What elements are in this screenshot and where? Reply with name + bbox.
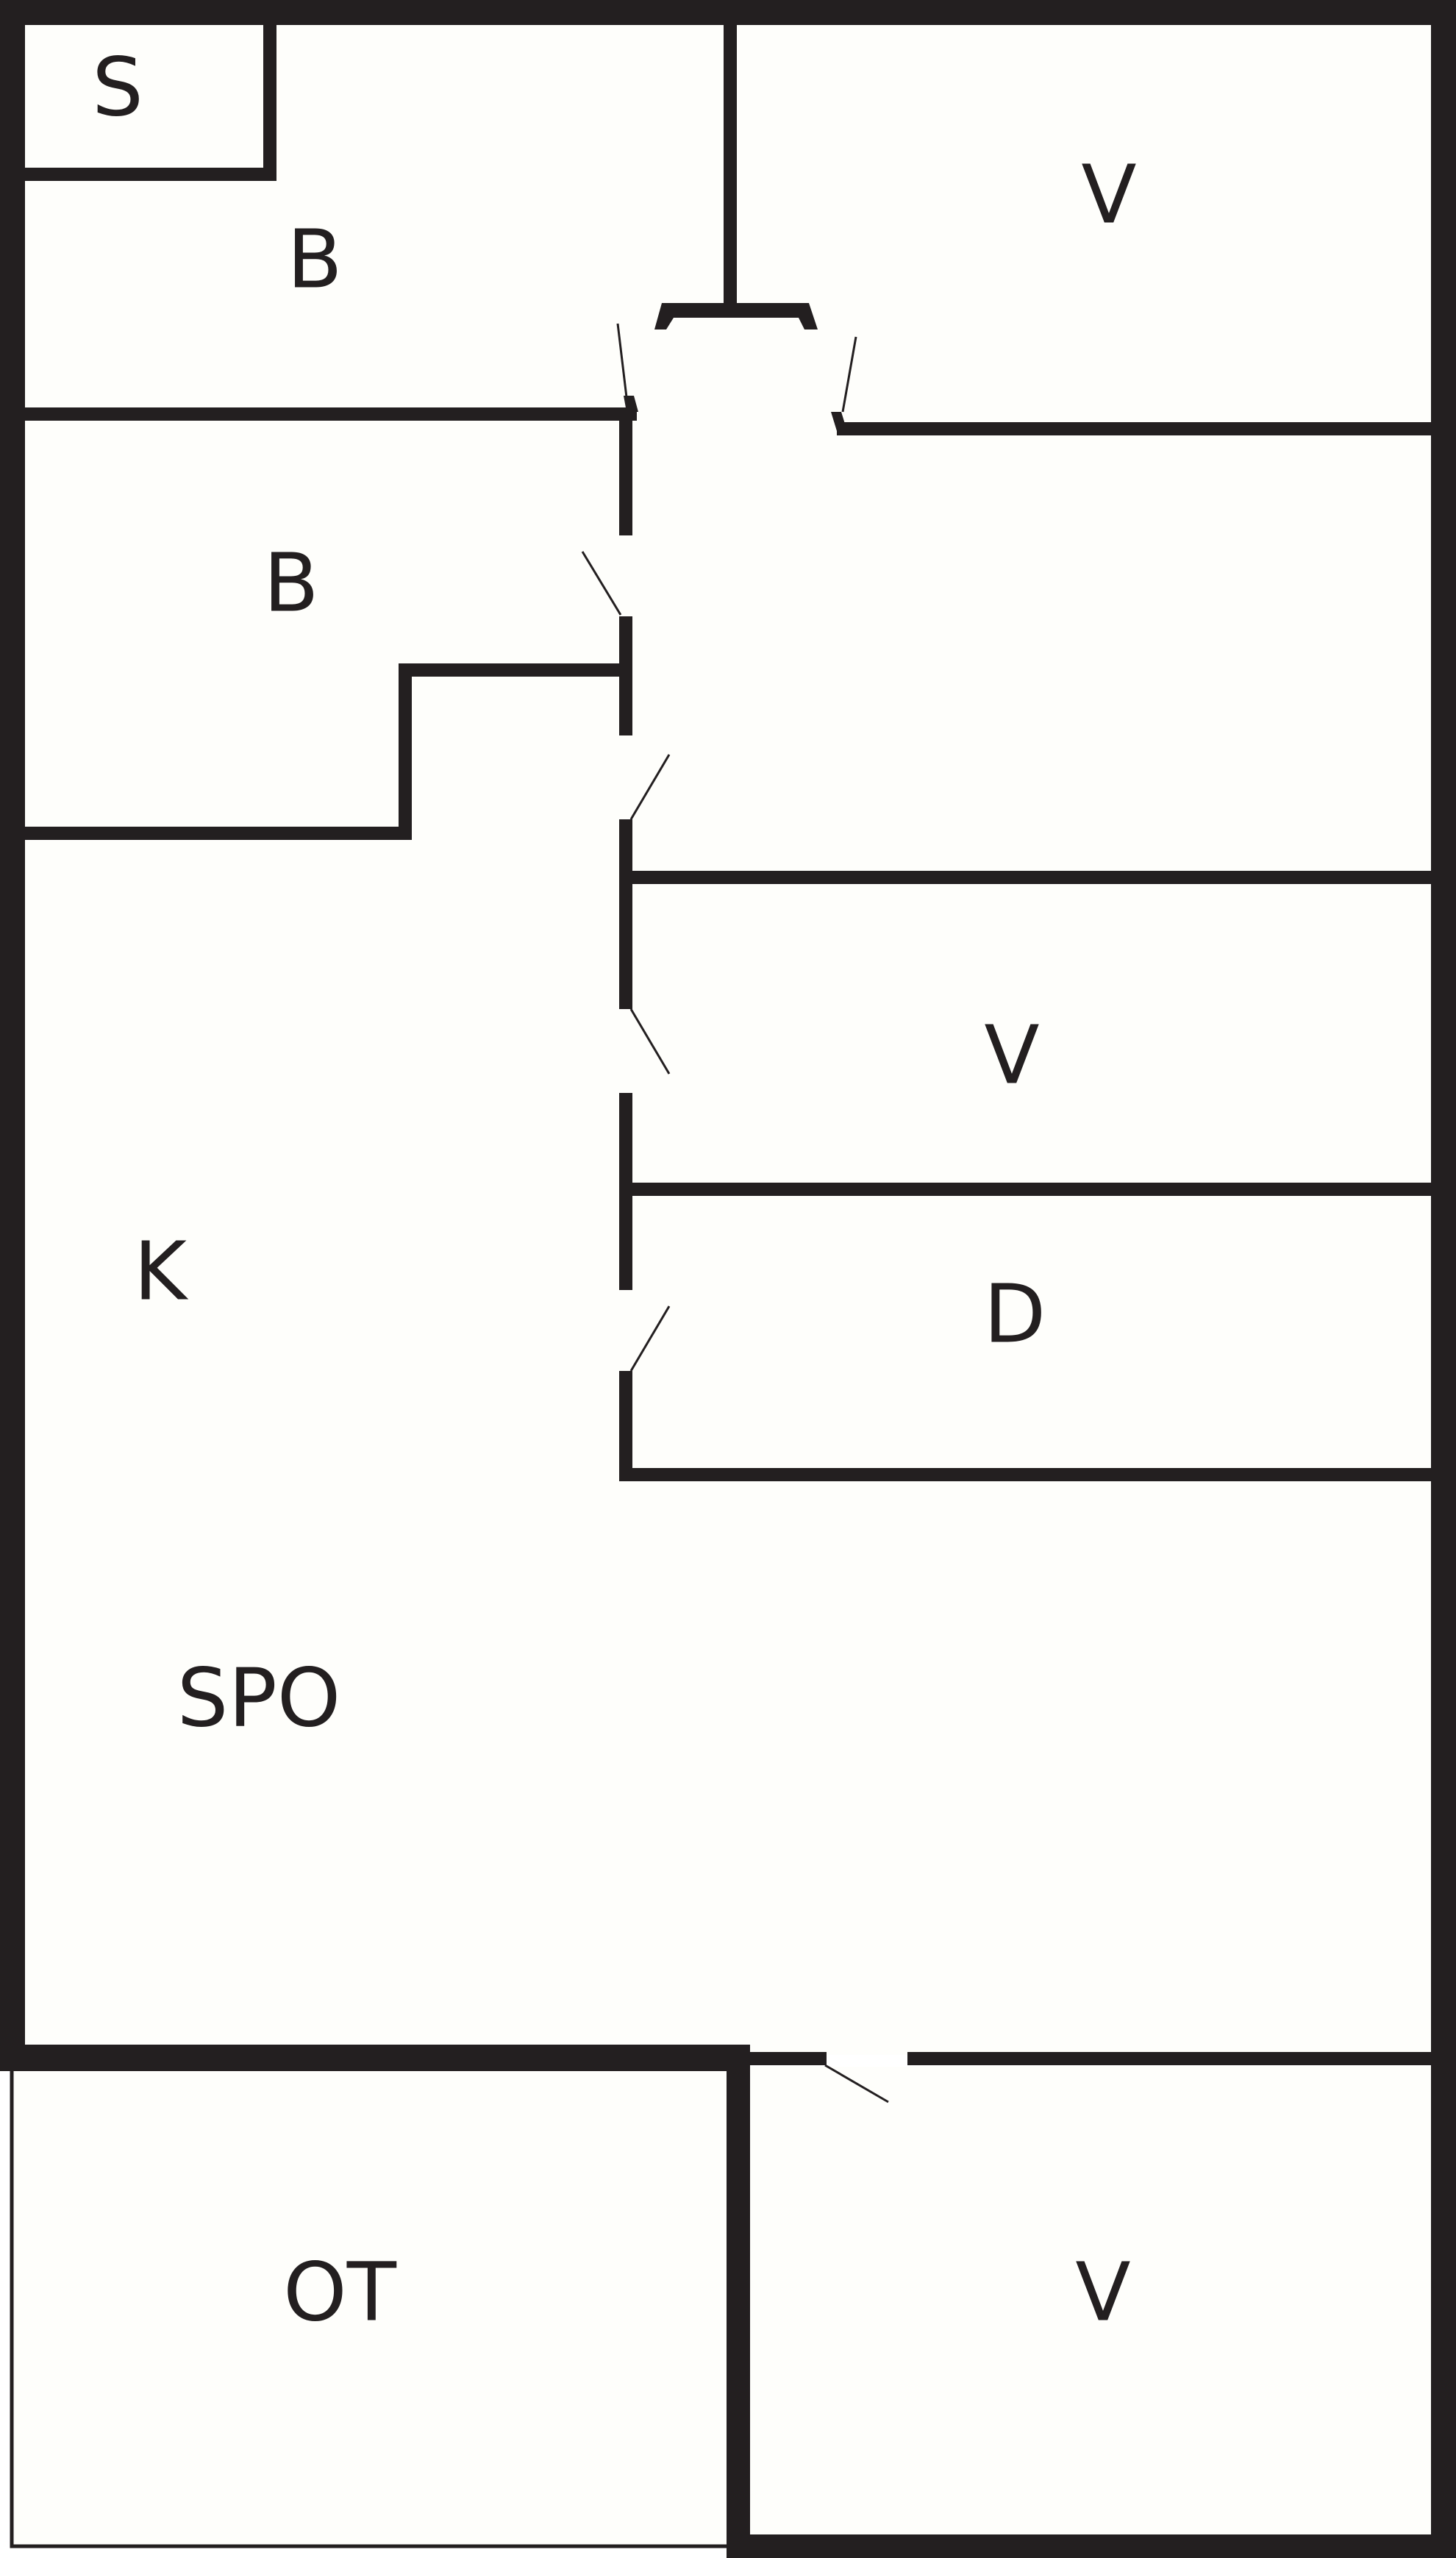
terrace-wall-top bbox=[0, 2045, 750, 2071]
room-label-kitchen: K bbox=[134, 1224, 189, 1318]
interior-walls bbox=[0, 10, 1446, 2558]
outer-wall-left bbox=[0, 0, 25, 2070]
storage-bottom-wall-top-left bbox=[749, 2052, 827, 2065]
room-label-bathroom-lower: B bbox=[263, 535, 318, 630]
corridor-wall-segment-1 bbox=[619, 412, 632, 535]
doors bbox=[581, 323, 889, 2103]
room-label-storage-top: V bbox=[1081, 147, 1136, 241]
floor-area bbox=[10, 10, 1446, 2055]
sauna-wall-bottom bbox=[10, 168, 276, 181]
room-labels: S B V B V K D SPO OT V bbox=[92, 40, 1137, 2339]
room-label-terrace: OT bbox=[283, 2245, 397, 2339]
bathroom-lower-step-side bbox=[399, 663, 412, 840]
corridor-wall-segment-3 bbox=[619, 819, 632, 1009]
bathroom-lower-step-top bbox=[399, 663, 632, 677]
door-swing-closet bbox=[629, 1305, 671, 1372]
room-label-bathroom-upper: B bbox=[287, 212, 342, 306]
storage-bottom-floor bbox=[749, 2067, 1446, 2545]
terrace-floor bbox=[12, 2067, 731, 2545]
door-swing-kitchen-storage bbox=[629, 754, 671, 820]
alcove-wall bbox=[654, 303, 818, 329]
closet-wall-bottom bbox=[619, 1468, 1446, 1481]
sauna-wall-right bbox=[263, 10, 276, 181]
outer-wall-bottom-right bbox=[727, 2534, 1456, 2558]
terrace-storage-divider bbox=[727, 2058, 750, 2558]
door-swing-storage-top bbox=[841, 336, 857, 413]
room-label-storage-middle: V bbox=[984, 1008, 1039, 1102]
room-label-living-room: SPO bbox=[177, 1650, 341, 1745]
bathroom-lower-wall-bottom bbox=[10, 827, 412, 840]
wall-bathroom-storage-top bbox=[724, 10, 737, 313]
door-swing-storage-bottom bbox=[824, 2064, 889, 2103]
storage-top-wall-bottom bbox=[837, 422, 1446, 435]
storage-middle-wall-top bbox=[619, 871, 1446, 884]
storage-bottom-wall-top-right bbox=[907, 2052, 1446, 2065]
corridor-wall-segment-5 bbox=[619, 1371, 632, 1481]
room-label-closet: D bbox=[984, 1266, 1046, 1361]
door-swing-storage-middle bbox=[629, 1008, 671, 1075]
door-swing-bathroom-upper bbox=[616, 323, 628, 398]
storage-middle-wall-bottom bbox=[619, 1183, 1446, 1196]
outer-wall-right bbox=[1431, 0, 1456, 2558]
door-swing-bathroom-lower bbox=[581, 551, 622, 616]
room-label-storage-bottom: V bbox=[1075, 2245, 1130, 2339]
bathroom-upper-wall-bottom bbox=[10, 407, 637, 421]
room-label-sauna: S bbox=[92, 40, 143, 134]
